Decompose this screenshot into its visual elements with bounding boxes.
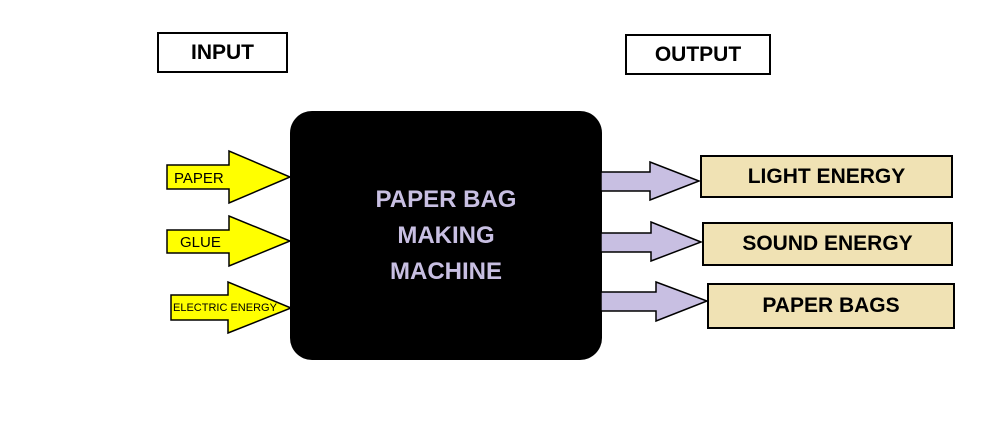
output-heading: OUTPUT xyxy=(625,34,771,75)
input-arrow-paper xyxy=(166,149,292,205)
machine-label-line-2: MAKING xyxy=(397,221,495,249)
output-box-sound-energy: SOUND ENERGY xyxy=(702,222,953,266)
output-label-sound-energy: SOUND ENERGY xyxy=(742,232,913,255)
machine-label-line-3: MACHINE xyxy=(390,257,502,285)
input-heading: INPUT xyxy=(157,32,288,73)
output-arrow-light-energy xyxy=(600,160,702,202)
machine-label: PAPER BAG MAKING MACHINE xyxy=(346,182,546,290)
input-label-electric-energy: ELECTRIC ENERGY xyxy=(173,302,277,314)
output-label-paper-bags: PAPER BAGS xyxy=(762,294,900,317)
input-arrow-electric-energy xyxy=(170,280,293,335)
paper-bag-making-machine-block: PAPER BAG MAKING MACHINE xyxy=(290,111,602,360)
output-arrow-sound-energy xyxy=(600,220,704,263)
input-label-paper: PAPER xyxy=(174,169,224,187)
output-box-paper-bags: PAPER BAGS xyxy=(707,283,955,329)
input-label-glue: GLUE xyxy=(180,233,221,251)
input-arrow-glue xyxy=(166,214,292,268)
output-arrow-paper-bags xyxy=(600,280,710,323)
output-box-light-energy: LIGHT ENERGY xyxy=(700,155,953,198)
machine-label-line-1: PAPER BAG xyxy=(375,185,517,213)
output-label-light-energy: LIGHT ENERGY xyxy=(747,164,906,188)
